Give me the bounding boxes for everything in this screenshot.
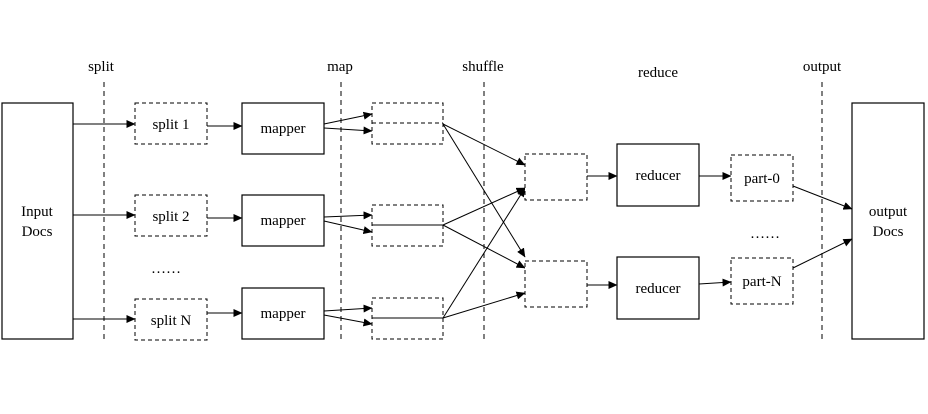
arrow-shuffle-n-to-rn [442,291,526,319]
arrow-shuffle-2-to-r0 [442,187,526,226]
arrow-mapper-2-part-b [323,220,373,235]
split-1-label: split 1 [152,117,189,133]
arrow-shuffle-2-to-rn [442,224,526,269]
mapper-2-label: mapper [261,213,306,229]
reducer-n-input [524,260,588,308]
arrow-shuffle-1-to-r0 [442,123,526,166]
reducer-0-box [616,143,700,207]
output-docs-label-line1: output [869,204,908,220]
reducer-n-box [616,256,700,320]
arrow-part-n-output [792,238,853,269]
splits-ellipsis: …… [151,261,181,277]
mapper-1-box [241,102,325,155]
phase-label-map: map [327,59,353,75]
part-0-label: part-0 [744,171,780,187]
phase-label-output: output [803,59,842,75]
phase-label-shuffle: shuffle [462,59,504,75]
phase-label-reduce: reduce [638,65,678,81]
arrow-mapper-1-part-a [323,111,373,125]
arrow-part-0-output [792,185,853,210]
split-2-box [134,194,208,237]
mapper-n-box [241,287,325,340]
arrow-shuffle-1-to-rn [442,123,526,258]
split-n-label: split N [151,313,192,329]
input-docs-label-line2: Docs [22,224,53,240]
mapper-n-label: mapper [261,306,306,322]
split-1-box [134,102,208,145]
split-2-label: split 2 [152,209,189,225]
arrow-mapper-1-part-b [323,126,373,135]
arrow-mapper-n-part-b [323,314,373,327]
output-docs-box [851,102,925,340]
parts-ellipsis: …… [750,226,780,242]
input-docs-box [1,102,74,340]
mapper-2-box [241,194,325,247]
mapper-1-label: mapper [261,121,306,137]
part-n-box [730,257,794,305]
arrow-reducer-n-part [698,278,732,287]
phase-label-split: split [88,59,115,75]
arrow-mapper-2-part-a [323,211,373,220]
reducer-0-input [524,153,588,201]
input-docs-label-line1: Input [21,204,53,220]
reducer-n-label: reducer [636,281,681,297]
output-docs-label-line2: Docs [873,224,904,240]
part-0-box [730,154,794,202]
arrow-mapper-n-part-a [323,304,373,313]
reducer-0-label: reducer [636,168,681,184]
arrow-shuffle-n-to-r0 [442,187,526,319]
part-n-label: part-N [742,274,781,290]
split-n-box [134,298,208,341]
